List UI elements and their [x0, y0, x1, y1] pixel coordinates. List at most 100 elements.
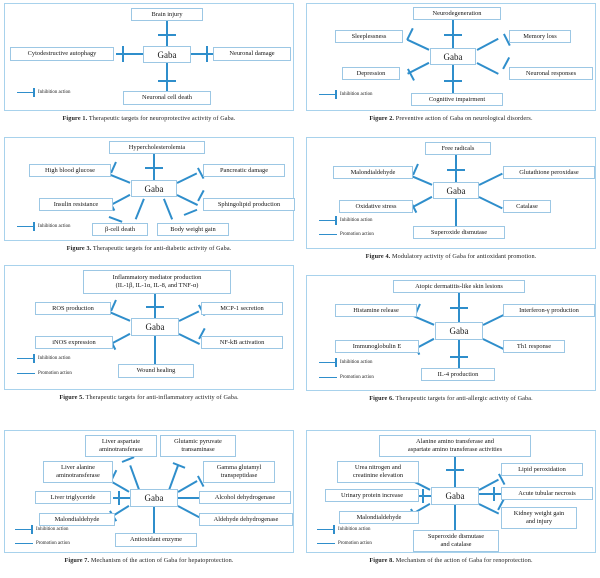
connector-line-upper-right — [177, 480, 198, 493]
hub-gaba: Gaba — [431, 487, 479, 505]
node-brain-injury: Brain injury — [131, 8, 203, 21]
caption-text-fig7: Mechanism of the action of Gaba for hepa… — [90, 557, 234, 564]
connector-line-upper-right — [176, 172, 198, 184]
node-pancreatic-damage: Pancreatic damage — [203, 164, 285, 177]
node-urinary-protein-increase: Urinary protein increase — [325, 489, 419, 502]
node-malondialdehyde: Malondialdehyde — [39, 513, 115, 526]
hub-gaba: Gaba — [143, 46, 191, 63]
connector-bar-bottom-left — [108, 216, 123, 223]
connector-bar-bottom-right — [183, 208, 198, 216]
connector-line-lower-right — [178, 333, 201, 345]
legend-inhibition-cap — [335, 358, 337, 367]
node-th1-response: Th1 response — [503, 340, 565, 353]
caption-prefix-fig7: Figure 7. — [64, 557, 90, 564]
caption-text-fig2: Preventive action of Gaba on neurologica… — [395, 115, 533, 122]
connector-bar-top-left — [121, 456, 135, 463]
figure-panel-fig4: Free radicals Gaba Malondialdehyde Gluta… — [306, 137, 596, 249]
connector-line-upper-right — [478, 478, 499, 491]
figure-caption-fig1: Figure 1. Therapeutic targets for neurop… — [4, 111, 294, 123]
legend-inhibition: Inhibition action — [17, 354, 71, 363]
legend-promotion-label: Promotion action — [38, 371, 72, 376]
connector-bar-top — [446, 469, 464, 471]
connector-bar-left — [118, 491, 120, 505]
caption-text-fig1: Therapeutic targets for neuroprotective … — [88, 115, 236, 122]
connector-bar-upper-left — [406, 27, 414, 41]
legend-inhibition: Inhibition action — [17, 88, 70, 97]
legend-inhibition-line — [17, 88, 35, 97]
node-cognitive-impairment: Cognitive impairment — [411, 93, 503, 106]
caption-prefix-fig6: Figure 6. — [369, 395, 394, 402]
legend-inhibition-cap — [33, 222, 35, 231]
connector-line-upper-right — [476, 37, 499, 51]
hub-gaba: Gaba — [130, 489, 178, 507]
legend-promotion: Promotion action — [319, 375, 374, 380]
legend-inhibition-line — [317, 525, 335, 534]
figure-block-fig3: Hypercholesterolemia Gaba High blood glu… — [4, 137, 295, 253]
node-wound-healing: Wound healing — [118, 364, 194, 378]
legend-promotion: Promotion action — [317, 541, 372, 546]
connector-line-bottom — [458, 340, 460, 368]
legend-inhibition-line — [15, 525, 33, 534]
figure-caption-fig4: Figure 4. Modulatory activity of Gaba fo… — [306, 249, 596, 261]
node-interferon-gamma-production: Interferon-γ production — [503, 304, 595, 317]
figure-panel-fig3: Hypercholesterolemia Gaba High blood glu… — [4, 137, 295, 241]
legend-inhibition-label: Inhibition action — [38, 356, 71, 361]
node-antioxidant-enzyme: Antioxidant enzyme — [115, 533, 197, 547]
caption-text-fig5: Therapeutic targets for anti-inflammator… — [85, 394, 239, 401]
legend-inhibition: Inhibition action — [319, 358, 373, 367]
connector-bar-left — [122, 46, 124, 62]
connector-bar-top — [444, 34, 462, 36]
caption-text-fig3: Therapeutic targets for anti-diabetic ac… — [92, 245, 232, 252]
caption-prefix-fig8: Figure 8. — [369, 557, 395, 564]
connector-bar-top-right — [172, 462, 186, 469]
node-sleeplessness: Sleeplessness — [335, 30, 403, 43]
node-histamine-release: Histamine release — [335, 304, 417, 317]
legend-inhibition-cap — [33, 88, 35, 97]
legend-promotion-label: Promotion action — [340, 375, 374, 380]
connector-line-bottom-promotion — [153, 507, 155, 533]
connector-line-upper-left — [406, 38, 430, 51]
caption-text-fig8: Mechanism of the action of Gaba for reno… — [395, 557, 533, 564]
connector-line-top-right — [168, 465, 179, 491]
connector-bar-upper-left — [412, 163, 419, 176]
node-depression: Depression — [342, 67, 400, 80]
connector-line-bottom-promotion — [455, 199, 457, 226]
legend-promotion-label: Promotion action — [340, 232, 374, 237]
legend-inhibition-cap — [335, 90, 337, 99]
caption-text-fig4: Modulatory activity of Gaba for antioxid… — [392, 253, 537, 260]
caption-prefix-fig2: Figure 2. — [369, 115, 395, 122]
node-ros-production: ROS production — [35, 302, 111, 315]
legend-inhibition-line — [319, 90, 337, 99]
legend-inhibition-line — [319, 358, 337, 367]
node-il-4-production: IL-4 production — [421, 368, 495, 381]
hub-gaba: Gaba — [430, 48, 476, 65]
figure-block-fig6: Atopic dermatitis-like skin lesions Gaba… — [306, 275, 596, 403]
hub-gaba: Gaba — [435, 322, 483, 340]
connector-line-left — [419, 495, 433, 497]
node-body-weight-gain: Body weight gain — [157, 223, 229, 236]
node-memory-loss: Memory loss — [509, 30, 571, 43]
connector-bar-upper-left — [110, 161, 117, 174]
connector-line-upper-right — [178, 310, 200, 322]
figure-block-fig1: Brain injury Gaba Cytodestructive autoph… — [4, 3, 294, 123]
legend-inhibition-cap — [31, 525, 33, 534]
connector-line-top-left — [129, 465, 140, 491]
connector-line-bottom — [452, 65, 454, 93]
connector-line-lower-right-promotion — [478, 196, 503, 210]
legend-inhibition-label: Inhibition action — [340, 360, 373, 365]
connector-bar-bottom — [158, 80, 176, 82]
node-alcohol-dehydrogenase: Alcohol dehydrogenase — [199, 491, 291, 504]
figure-block-fig4: Free radicals Gaba Malondialdehyde Gluta… — [306, 137, 596, 261]
connector-line-top — [455, 155, 457, 182]
